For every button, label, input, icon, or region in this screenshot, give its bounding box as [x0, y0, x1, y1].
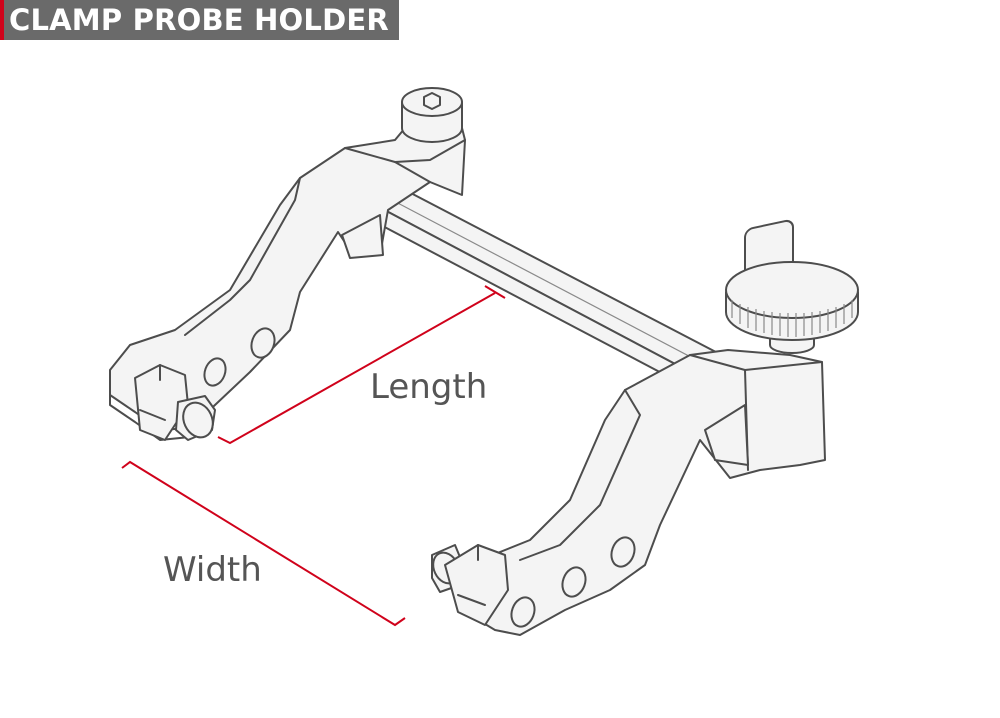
- back-arm-hole-1: [250, 327, 276, 359]
- title-bar: CLAMP PROBE HOLDER: [0, 0, 399, 40]
- hex-socket-screw-icon: [401, 87, 463, 143]
- back-arm-hole-2: [203, 357, 227, 387]
- back-locating-pin: [175, 395, 216, 441]
- front-arm-hole-2: [561, 566, 587, 598]
- width-label: Width: [163, 550, 262, 590]
- knurl-lines: [731, 300, 853, 337]
- length-label: Length: [370, 367, 487, 407]
- front-hex-nut-icon: [444, 544, 509, 626]
- front-arm-hole-3: [510, 596, 536, 628]
- page-title: CLAMP PROBE HOLDER: [9, 3, 389, 37]
- title-accent-stripe: [0, 0, 4, 40]
- width-dimension-line: [121, 460, 406, 627]
- length-dimension-line: [217, 285, 506, 445]
- knurled-thumb-knob-icon: [725, 261, 859, 354]
- front-arm-hole-1: [610, 536, 636, 568]
